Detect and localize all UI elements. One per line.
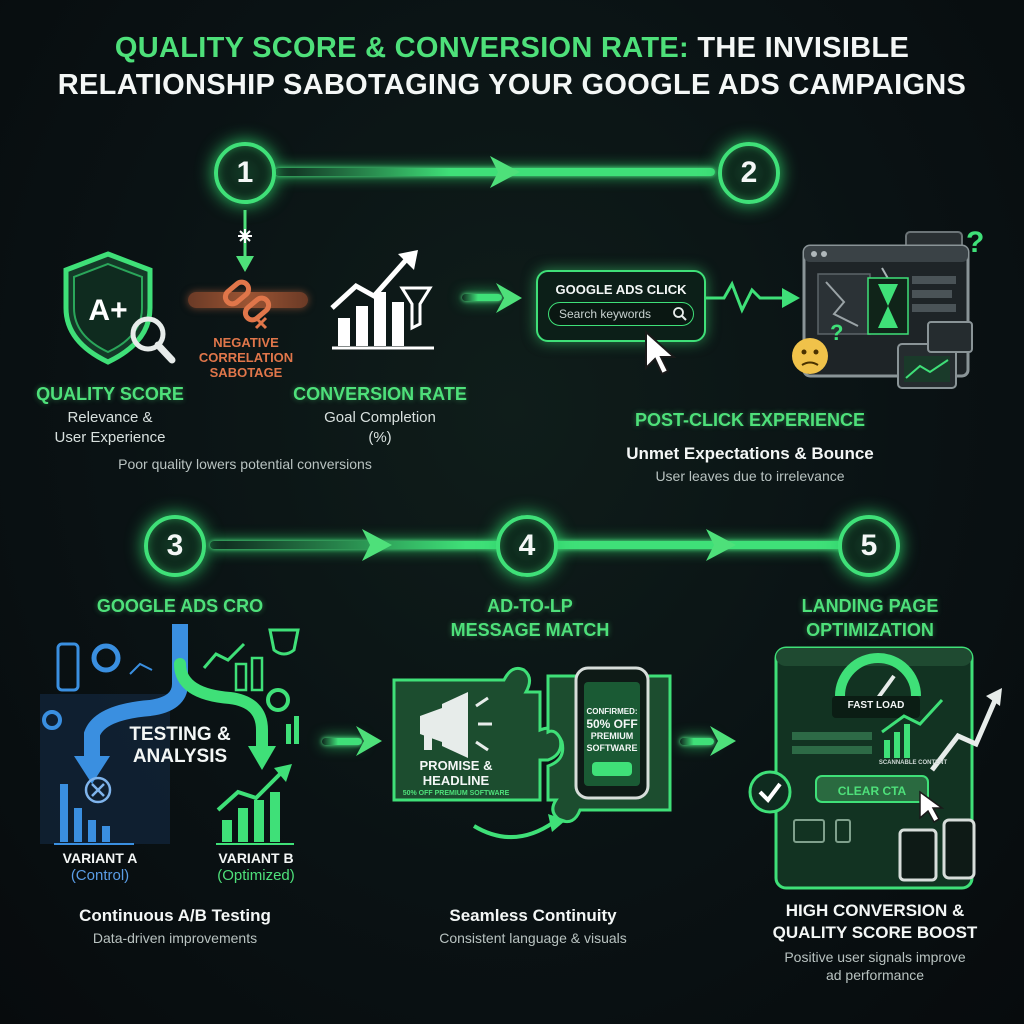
step-circle-4: 4 [496, 515, 558, 577]
variant-b-sub: (Optimized) [217, 867, 295, 884]
lpo-heading-line2: OPTIMIZATION [806, 620, 934, 640]
shield-icon: A+ [63, 251, 176, 365]
post-click-subheading: Unmet Expectations & Bounce [626, 444, 874, 463]
variant-b-label: VARIANT B [218, 850, 294, 866]
phone-confirm-text: CONFIRMED: 50% OFF PREMIUM SOFTWARE [584, 706, 640, 754]
phone-line3: PREMIUM [590, 731, 634, 741]
title-line2: RELATIONSHIP SABOTAGING YOUR GOOGLE ADS … [57, 69, 967, 101]
lpo-caption-line2: ad performance [825, 967, 925, 983]
lpo-caption: Positive user signals improve ad perform… [750, 948, 1000, 984]
phone-line2: 50% OFF [586, 717, 638, 731]
sabotage-line3: SABOTAGE [209, 365, 283, 380]
message-match-heading-line1: AD-TO-LP [487, 596, 573, 616]
quality-score-heading: QUALITY SCORE [36, 384, 184, 404]
quality-score-desc-line1: Relevance & [67, 409, 153, 426]
puzzle-pieces-icon [392, 666, 672, 839]
cro-subheading: Continuous A/B Testing [79, 906, 271, 925]
quality-score-desc: Relevance & User Experience [20, 408, 200, 448]
message-match-subheading: Seamless Continuity [449, 906, 617, 925]
cro-center-line1: TESTING & [129, 724, 231, 745]
sabotage-line1: NEGATIVE [213, 335, 279, 350]
promise-line2: HEADLINE [422, 773, 490, 788]
cro-center-line2: ANALYSIS [132, 746, 228, 767]
down-arrow-icon [236, 210, 254, 272]
step-circle-2: 2 [718, 142, 780, 204]
clear-cta-button[interactable]: CLEAR CTA [837, 784, 907, 798]
arrow-to-lpo [710, 726, 736, 756]
flow-arrow-3-4 [362, 529, 392, 561]
landing-page-icon [748, 646, 1002, 890]
svg-text:?: ? [966, 226, 984, 259]
ab-testing-diagram [40, 624, 300, 845]
svg-text:?: ? [830, 320, 843, 345]
conversion-chart-icon [330, 250, 434, 350]
ads-click-label: GOOGLE ADS CLICK [555, 282, 687, 297]
flow-line-to-click [462, 294, 502, 301]
title-highlight: QUALITY SCORE & CONVERSION RATE: [114, 32, 689, 64]
page-title: QUALITY SCORE & CONVERSION RATE: THE INV… [0, 30, 1024, 104]
promise-line1: PROMISE & [419, 758, 493, 773]
arrow-to-click [496, 283, 522, 313]
lpo-heading: LANDING PAGE OPTIMIZATION [750, 594, 990, 642]
flow-arrow-1-2 [490, 156, 520, 188]
cro-heading: GOOGLE ADS CRO [96, 596, 264, 616]
post-click-caption: User leaves due to irrelevance [655, 468, 845, 484]
cro-caption: Data-driven improvements [92, 930, 258, 946]
lpo-heading-line1: LANDING PAGE [801, 596, 939, 616]
conversion-rate-desc-line2: (%) [368, 429, 392, 446]
arrow-to-match [356, 726, 382, 756]
step-circle-3: 3 [144, 515, 206, 577]
lpo-subheading-line2: QUALITY SCORE BOOST [772, 923, 978, 942]
promise-small: 50% OFF PREMIUM SOFTWARE [402, 790, 510, 797]
phone-line4: SOFTWARE [586, 743, 638, 753]
title-rest: THE INVISIBLE [688, 32, 910, 64]
variant-a-label: VARIANT A [62, 850, 138, 866]
fast-load-label: FAST LOAD [847, 700, 905, 711]
promise-label: PROMISE & HEADLINE [396, 758, 516, 788]
heartbeat-line-icon [706, 280, 800, 314]
flow-line-to-lpo [680, 738, 714, 745]
post-click-heading: POST-CLICK EXPERIENCE [634, 410, 866, 430]
cursor-icon [645, 330, 677, 376]
message-match-heading: AD-TO-LP MESSAGE MATCH [400, 594, 660, 642]
quality-score-desc-line2: User Experience [54, 429, 166, 446]
lpo-subheading-line1: HIGH CONVERSION & [785, 901, 965, 920]
search-icon [673, 307, 687, 321]
scannable-label: SCANNABLE CONTENT [878, 760, 948, 766]
shield-grade-text: A+ [88, 294, 127, 327]
message-match-heading-line2: MESSAGE MATCH [450, 620, 610, 640]
broken-browser-icon: ? ? [792, 226, 984, 389]
lpo-subheading: HIGH CONVERSION & QUALITY SCORE BOOST [740, 900, 1010, 944]
flow-arrow-4-5 [706, 529, 736, 561]
phone-line1: CONFIRMED: [586, 707, 638, 716]
conversion-rate-desc-line1: Goal Completion [324, 409, 436, 426]
sabotage-bar [188, 292, 308, 308]
lpo-caption-line1: Positive user signals improve [784, 949, 966, 965]
search-keywords-input[interactable]: Search keywords [548, 302, 694, 326]
message-match-caption: Consistent language & visuals [439, 930, 627, 946]
cro-center-label: TESTING & ANALYSIS [110, 724, 250, 768]
flow-line-to-match [322, 738, 362, 745]
step1-caption: Poor quality lowers potential conversion… [118, 456, 372, 472]
search-placeholder: Search keywords [559, 307, 652, 321]
broken-chain-icon [222, 279, 272, 330]
step-circle-1: 1 [214, 142, 276, 204]
sabotage-line2: CORRELATION [198, 350, 294, 365]
conversion-rate-desc: Goal Completion (%) [280, 408, 480, 448]
flow-line-1-2 [275, 168, 715, 176]
conversion-rate-heading: CONVERSION RATE [293, 384, 467, 404]
step-circle-5: 5 [838, 515, 900, 577]
sabotage-label: NEGATIVE CORRELATION SABOTAGE [180, 335, 312, 380]
variant-a-sub: (Control) [70, 867, 130, 884]
